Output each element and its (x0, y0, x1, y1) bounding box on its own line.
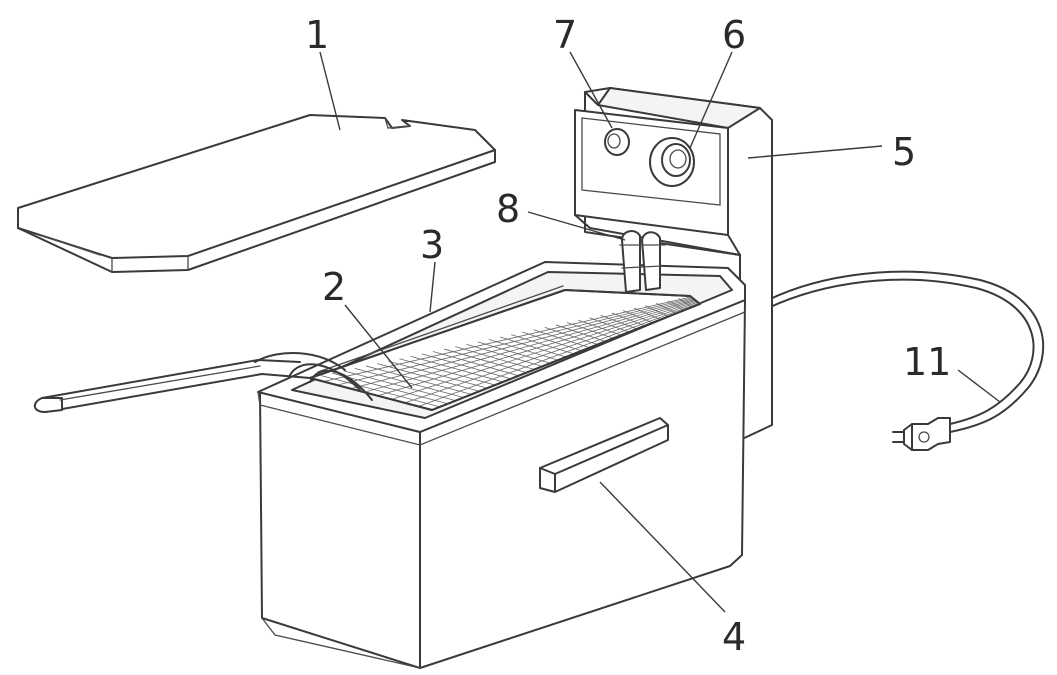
leader-7 (569, 51, 613, 129)
label-indicator-light: 7 (553, 13, 577, 57)
leader-8 (527, 211, 626, 241)
power-plug (892, 417, 951, 451)
label-tank: 3 (420, 223, 444, 267)
heating-element (619, 230, 666, 293)
lid (17, 114, 496, 273)
label-power-plug: 11 (903, 340, 951, 384)
power-cord (767, 270, 1045, 433)
basket-mesh (321, 296, 700, 408)
leader-11 (957, 369, 1001, 403)
thermostat-knob (649, 137, 695, 187)
label-basket: 2 (322, 265, 346, 309)
indicator-light (604, 128, 630, 156)
leader-6 (689, 51, 733, 149)
label-lid: 1 (305, 13, 329, 57)
leader-3 (429, 261, 436, 313)
leader-5 (747, 145, 883, 159)
label-thermostat-knob: 6 (722, 13, 746, 57)
leader-2 (344, 304, 413, 389)
leader-lines (319, 51, 1001, 613)
tank-handle (539, 417, 669, 493)
basket (33, 285, 701, 413)
labels: 1 2 3 4 5 6 7 8 11 (305, 13, 951, 659)
leader-1 (319, 51, 341, 131)
label-heating-element: 8 (496, 187, 520, 231)
label-control-box: 5 (892, 130, 916, 174)
leader-4 (599, 481, 726, 613)
label-handle: 4 (722, 615, 746, 659)
